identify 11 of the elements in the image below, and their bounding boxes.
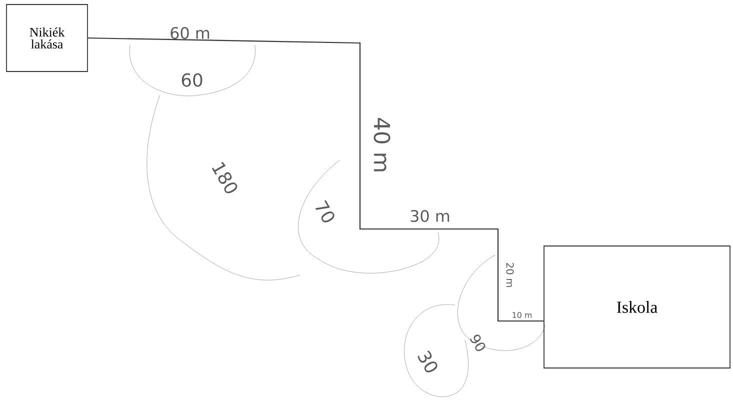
handwritten-label: 40 m <box>374 118 390 172</box>
place-box: Iskola <box>544 246 730 368</box>
handwritten-label: 70 <box>315 200 334 222</box>
handwritten-label: 30 <box>418 350 438 372</box>
handwritten-label: 90 <box>470 334 486 352</box>
handwritten-label: 60 <box>182 73 202 87</box>
route-line <box>88 37 544 322</box>
handwritten-label: 20 m <box>506 262 514 287</box>
handwritten-label: 60 m <box>170 26 210 40</box>
place-box: Nikiék lakása <box>6 4 88 72</box>
handwritten-label: 30 m <box>410 210 450 222</box>
